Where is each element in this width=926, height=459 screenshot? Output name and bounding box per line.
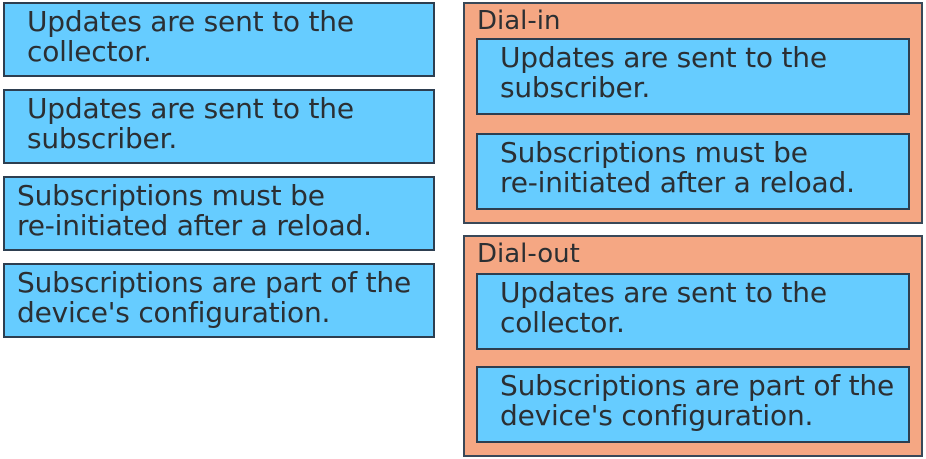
item-text-line: device's configuration. bbox=[500, 399, 814, 432]
item-text-line: Subscriptions must be bbox=[17, 179, 325, 212]
source-item-reinitiated[interactable]: Subscriptions must be re-initiated after… bbox=[3, 176, 435, 251]
item-text-line: Subscriptions are part of the bbox=[500, 369, 895, 402]
source-item-subscriber[interactable]: Updates are sent to the subscriber. bbox=[3, 89, 435, 164]
item-text-line: Updates are sent to the bbox=[27, 5, 354, 38]
source-item-collector[interactable]: Updates are sent to the collector. bbox=[3, 2, 435, 77]
source-item-configuration[interactable]: Subscriptions are part of the device's c… bbox=[3, 263, 435, 338]
item-text-line: Updates are sent to the bbox=[500, 276, 827, 309]
dial-out-answer-collector[interactable]: Updates are sent to the collector. bbox=[476, 273, 910, 350]
item-text-line: collector. bbox=[500, 306, 625, 339]
zone-title: Dial-in bbox=[477, 6, 561, 36]
item-text-line: device's configuration. bbox=[17, 296, 331, 329]
item-text-line: subscriber. bbox=[500, 71, 651, 104]
dial-in-answer-reinitiated[interactable]: Subscriptions must be re-initiated after… bbox=[476, 133, 910, 210]
item-text-line: Updates are sent to the bbox=[500, 41, 827, 74]
item-text-line: Subscriptions are part of the bbox=[17, 266, 412, 299]
item-text-line: re-initiated after a reload. bbox=[500, 166, 855, 199]
dial-out-answer-configuration[interactable]: Subscriptions are part of the device's c… bbox=[476, 366, 910, 443]
item-text-line: Updates are sent to the bbox=[27, 92, 354, 125]
item-text-line: re-initiated after a reload. bbox=[17, 209, 372, 242]
dial-in-answer-subscriber[interactable]: Updates are sent to the subscriber. bbox=[476, 38, 910, 115]
zone-title: Dial-out bbox=[477, 239, 580, 269]
item-text-line: collector. bbox=[27, 35, 152, 68]
item-text-line: Subscriptions must be bbox=[500, 136, 808, 169]
item-text-line: subscriber. bbox=[27, 122, 178, 155]
